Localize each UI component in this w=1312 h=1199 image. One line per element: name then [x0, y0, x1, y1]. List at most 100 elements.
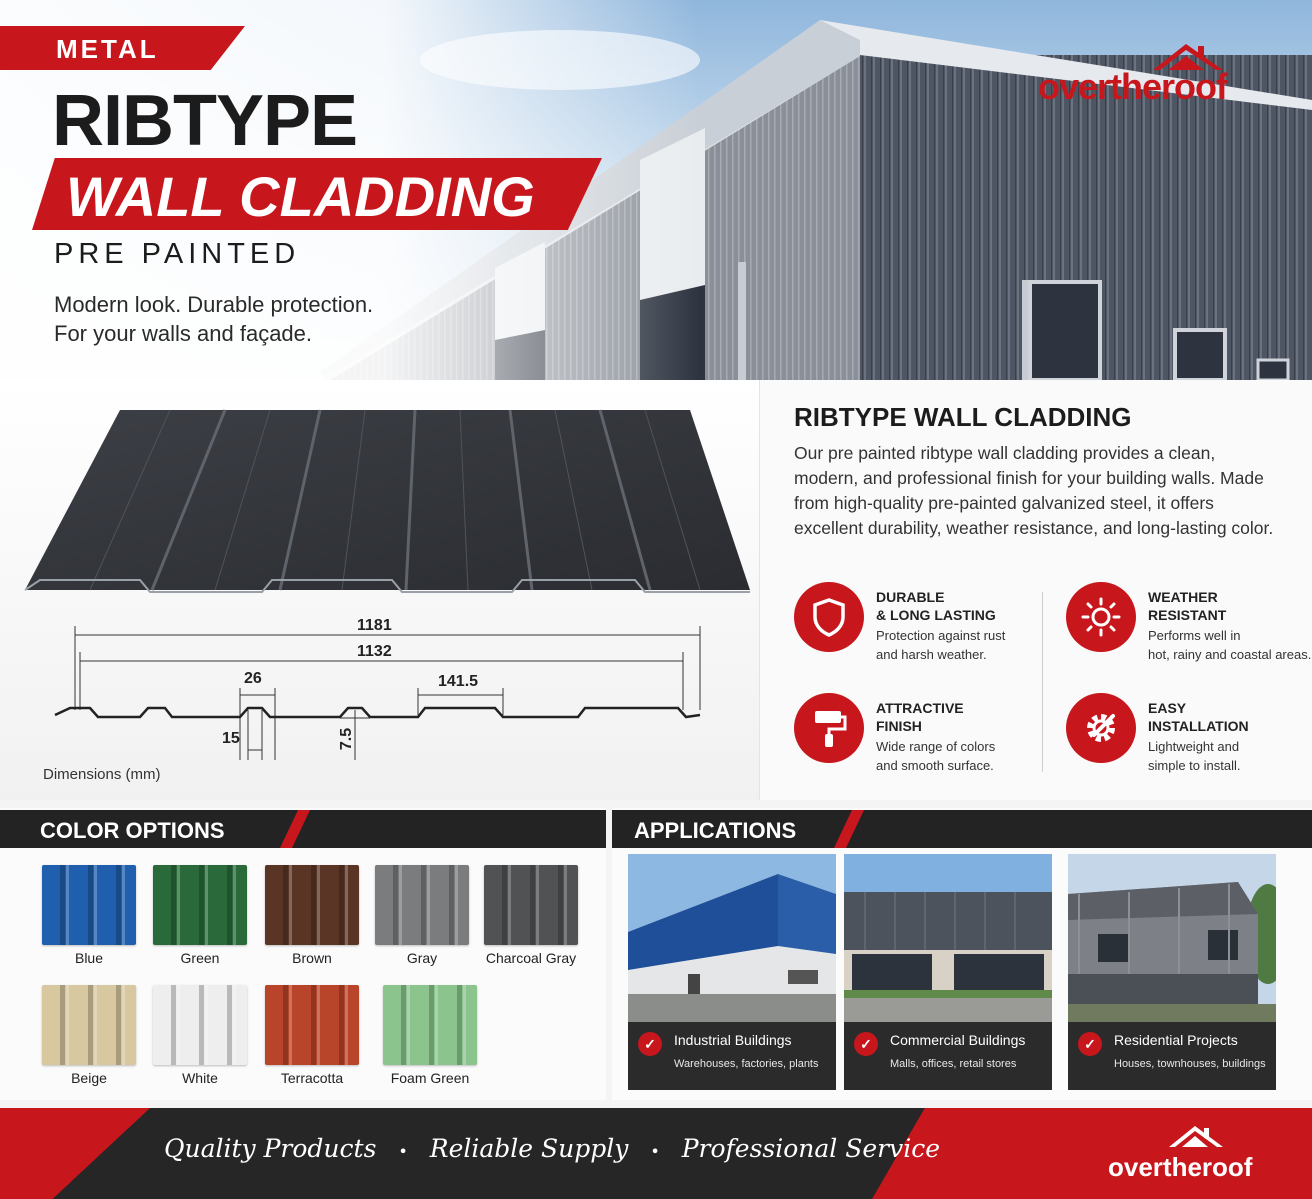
- swatch-rib: [199, 985, 204, 1065]
- brand-logo[interactable]: overtheroof: [1038, 40, 1278, 110]
- color-swatch-beige[interactable]: [42, 985, 136, 1065]
- color-swatch-foam-green[interactable]: [383, 985, 477, 1065]
- color-swatch-brown[interactable]: [265, 865, 359, 945]
- dim-rib-height: 7.5: [338, 727, 356, 751]
- roof-icon: [1169, 1126, 1223, 1147]
- accent-slash: [834, 810, 864, 848]
- tagline-line1: Modern look. Durable protection.: [54, 292, 374, 317]
- swatch-rib: [449, 865, 454, 945]
- swatch-highlight: [463, 985, 466, 1065]
- color-swatch-label: Beige: [71, 1070, 107, 1086]
- metal-tag: METAL: [0, 26, 245, 70]
- color-swatch-gray[interactable]: [375, 865, 469, 945]
- swatch-highlight: [399, 865, 402, 945]
- product-section: 1181 1132 26 15 7.5 141.5 Dimensions (mm…: [0, 380, 1312, 800]
- color-options-heading: COLOR OPTIONS: [40, 818, 225, 843]
- swatch-rib: [60, 985, 65, 1065]
- product-heading: RIBTYPE WALL CLADDING: [794, 402, 1132, 432]
- feature-divider: [1042, 592, 1043, 772]
- hero-title-line2-bar: WALL CLADDING: [32, 158, 602, 230]
- application-card-industrial[interactable]: ✓ Industrial Buildings Warehouses, facto…: [628, 854, 836, 1090]
- application-card-residential[interactable]: ✓ Residential Projects Houses, townhouse…: [1068, 854, 1276, 1090]
- swatch-rib: [401, 985, 406, 1065]
- swatch-rib: [88, 865, 93, 945]
- swatch-rib: [283, 985, 288, 1065]
- swatch-highlight: [317, 865, 320, 945]
- paint-roller-icon: [794, 693, 864, 763]
- swatch-highlight: [435, 985, 438, 1065]
- check-icon: ✓: [1078, 1032, 1102, 1056]
- swatch-highlight: [427, 865, 430, 945]
- hero-title-line1: RIBTYPE: [52, 81, 358, 161]
- swatch-highlight: [94, 865, 97, 945]
- dimensions-label: Dimensions (mm): [43, 766, 161, 783]
- dim-effective: 1132: [357, 643, 392, 660]
- footer-brand-logo[interactable]: overtheroof: [1108, 1122, 1268, 1184]
- application-title: Industrial Buildings: [674, 1032, 792, 1048]
- swatch-highlight: [289, 985, 292, 1065]
- sun-icon: [1066, 582, 1136, 652]
- residential-building-photo: [1068, 854, 1276, 1022]
- industrial-building-photo: [628, 854, 836, 1022]
- footer-accent-right: [872, 1108, 1312, 1199]
- swatch-highlight: [508, 865, 511, 945]
- hero-banner: METAL RIBTYPE WALL CLADDING PRE PAINTED …: [0, 0, 1312, 380]
- swatch-highlight: [345, 985, 348, 1065]
- applications-header: APPLICATIONS: [612, 810, 1312, 848]
- feature-durable: DURABLE& LONG LASTING Protection against…: [794, 582, 1044, 672]
- swatch-rib: [311, 865, 316, 945]
- dim-pitch: 141.5: [438, 673, 479, 690]
- color-swatch-terracotta[interactable]: [265, 985, 359, 1065]
- swatch-highlight: [66, 865, 69, 945]
- swatch-rib: [311, 985, 316, 1065]
- application-card-commercial[interactable]: ✓ Commercial Buildings Malls, offices, r…: [844, 854, 1052, 1090]
- swatch-rib: [60, 865, 65, 945]
- swatch-rib: [530, 865, 535, 945]
- swatch-rib: [429, 985, 434, 1065]
- swatch-highlight: [94, 985, 97, 1065]
- swatch-highlight: [122, 985, 125, 1065]
- color-swatch-green[interactable]: [153, 865, 247, 945]
- check-icon: ✓: [854, 1032, 878, 1056]
- product-description: Our pre painted ribtype wall cladding pr…: [794, 443, 1274, 538]
- metal-tag-label: METAL: [56, 34, 159, 64]
- application-desc: Houses, townhouses, buildings: [1114, 1058, 1266, 1070]
- brand-name: overtheroof: [1038, 66, 1228, 107]
- swatch-rib: [227, 985, 232, 1065]
- application-caption: ✓ Industrial Buildings Warehouses, facto…: [628, 1022, 836, 1090]
- color-swatch-label: White: [182, 1070, 218, 1086]
- swatch-rib: [421, 865, 426, 945]
- color-swatch-blue[interactable]: [42, 865, 136, 945]
- applications-heading: APPLICATIONS: [634, 818, 797, 843]
- swatch-rib: [88, 985, 93, 1065]
- swatch-rib: [171, 985, 176, 1065]
- swatch-highlight: [205, 985, 208, 1065]
- swatch-rib: [558, 865, 563, 945]
- footer-slogan: Quality Products • Reliable Supply • Pro…: [164, 1134, 940, 1163]
- footer-brand-name: overtheroof: [1108, 1152, 1253, 1182]
- swatch-rib: [502, 865, 507, 945]
- swatch-highlight: [122, 865, 125, 945]
- swatch-highlight: [407, 985, 410, 1065]
- application-caption: ✓ Residential Projects Houses, townhouse…: [1068, 1022, 1276, 1090]
- roof-icon: [1153, 44, 1223, 70]
- swatch-rib: [339, 985, 344, 1065]
- color-swatch-label: Gray: [406, 950, 438, 966]
- swatch-highlight: [205, 865, 208, 945]
- color-swatch-charcoal-gray[interactable]: [484, 865, 578, 945]
- cladding-sheet-illustration: [24, 409, 750, 593]
- slogan-service: Professional Service: [681, 1134, 941, 1163]
- color-swatch-white[interactable]: [153, 985, 247, 1065]
- application-desc: Warehouses, factories, plants: [674, 1058, 819, 1070]
- swatch-highlight: [317, 985, 320, 1065]
- swatch-rib: [116, 985, 121, 1065]
- dim-rib-top: 26: [244, 670, 262, 687]
- application-desc: Malls, offices, retail stores: [890, 1058, 1017, 1070]
